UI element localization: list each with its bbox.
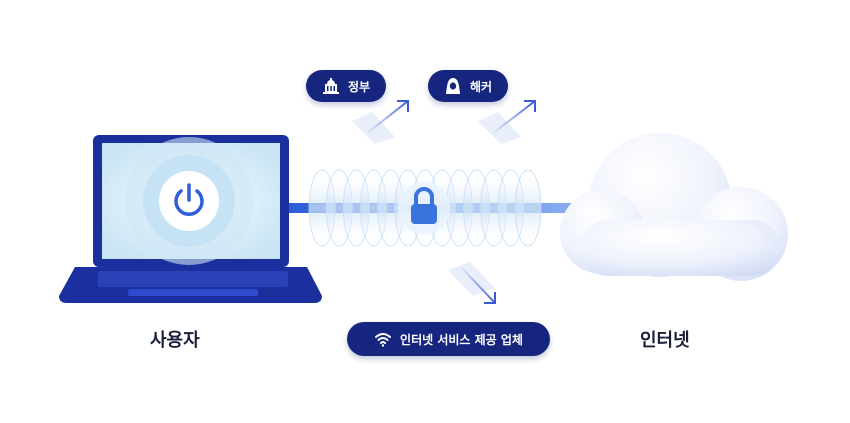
hacker-hood-icon	[444, 77, 462, 95]
blocked-arrow-isp	[448, 262, 496, 304]
government-building-icon	[322, 77, 340, 95]
government-pill: 정부	[306, 70, 386, 102]
wifi-icon	[374, 330, 392, 348]
hacker-pill: 해커	[428, 70, 508, 102]
tunnel-ring	[514, 169, 542, 247]
cloud-icon	[560, 133, 788, 281]
lock-icon	[398, 182, 450, 234]
hacker-label: 해커	[469, 79, 493, 94]
blocked-arrow-hacker	[478, 100, 536, 144]
internet-caption: 인터넷	[640, 330, 690, 351]
isp-label: 인터넷 서비스 제공 업체	[400, 332, 523, 347]
isp-pill: 인터넷 서비스 제공 업체	[347, 322, 550, 356]
user-caption: 사용자	[150, 330, 200, 351]
power-icon	[174, 183, 204, 216]
laptop	[59, 135, 322, 303]
government-label: 정부	[347, 79, 371, 94]
blocked-arrow-government	[352, 100, 409, 144]
